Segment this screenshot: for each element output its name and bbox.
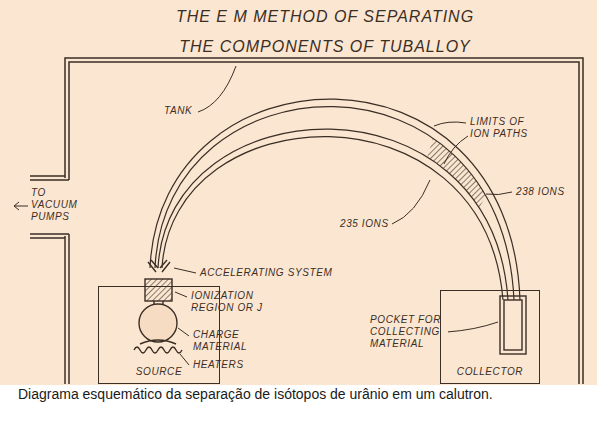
leader-line [198, 66, 236, 112]
part-label: 238 IONS [514, 186, 567, 198]
part-label: HEATERS [191, 359, 246, 371]
source-parts [134, 260, 182, 353]
pump-arrow [14, 202, 28, 210]
hatched-238-band [427, 138, 486, 208]
diagram-title: THE E M METHOD OF SEPARATING THE COMPONE… [140, 2, 510, 62]
accelerating-plates [148, 260, 170, 272]
leader-line [392, 180, 430, 224]
leader-line [486, 192, 512, 195]
box-label: COLLECTOR [457, 366, 523, 383]
ion-path-limit [162, 137, 503, 300]
ion-path-limit [155, 107, 514, 300]
part-label: IONIZATION REGION OR J [189, 290, 279, 314]
leader-line [175, 292, 187, 297]
leader-line [178, 328, 189, 336]
leader-line [174, 268, 196, 273]
part-label: CHARGE MATERIAL [191, 329, 265, 353]
leader-line [180, 354, 189, 365]
leader-line [434, 122, 466, 126]
part-label: 235 IONS [338, 218, 391, 230]
part-label: TO VACUUM PUMPS [29, 187, 79, 223]
ion-path-limit [150, 99, 520, 300]
collector-parts [500, 296, 526, 354]
part-label: ACCELERATING SYSTEM [198, 267, 334, 279]
tank-outer-wall [65, 58, 583, 384]
leader-line [447, 322, 498, 332]
part-label: POCKET FOR COLLECTING MATERIAL [368, 314, 448, 350]
tank-inner-wall [69, 62, 579, 384]
tank-wall [30, 58, 583, 384]
tank-outer-wall [64, 236, 66, 384]
tank-inner-wall [68, 234, 70, 384]
ion-path-limit [158, 129, 508, 300]
heater-coil [134, 347, 182, 353]
ion-beams [150, 99, 520, 300]
part-label: LIMITS OF ION PATHS [468, 116, 542, 140]
leader-line [444, 136, 468, 164]
box-label: SOURCE [136, 366, 182, 383]
figure-caption: Diagrama esquemático da separação de isó… [18, 386, 493, 402]
leader-lines [14, 66, 512, 365]
part-label: TANK [162, 105, 194, 117]
collecting-pocket [500, 296, 526, 354]
heater-arc [140, 340, 176, 344]
equipment-box: SOURCE [98, 286, 220, 384]
collecting-pocket-inner [504, 300, 522, 350]
ionization-block [145, 279, 172, 301]
equipment-box: COLLECTOR [440, 290, 540, 384]
charge-bulb [139, 304, 177, 342]
